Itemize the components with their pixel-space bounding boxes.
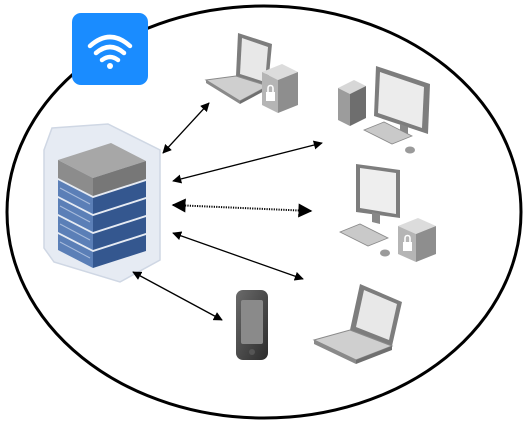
edge-server-desktop xyxy=(172,140,323,184)
smartphone-icon xyxy=(236,290,268,360)
laptop-icon xyxy=(312,284,402,364)
server-rack-icon xyxy=(43,123,161,283)
desktop-computer-icon xyxy=(338,66,430,154)
connections xyxy=(132,102,323,321)
edge-server-laptop xyxy=(172,231,304,281)
wifi-icon xyxy=(72,13,148,85)
laptop-lock-icon xyxy=(204,33,298,113)
edge-server-phone xyxy=(132,271,223,321)
edge-server-secure-laptop xyxy=(162,102,210,154)
desktop-lock-icon xyxy=(339,164,436,262)
